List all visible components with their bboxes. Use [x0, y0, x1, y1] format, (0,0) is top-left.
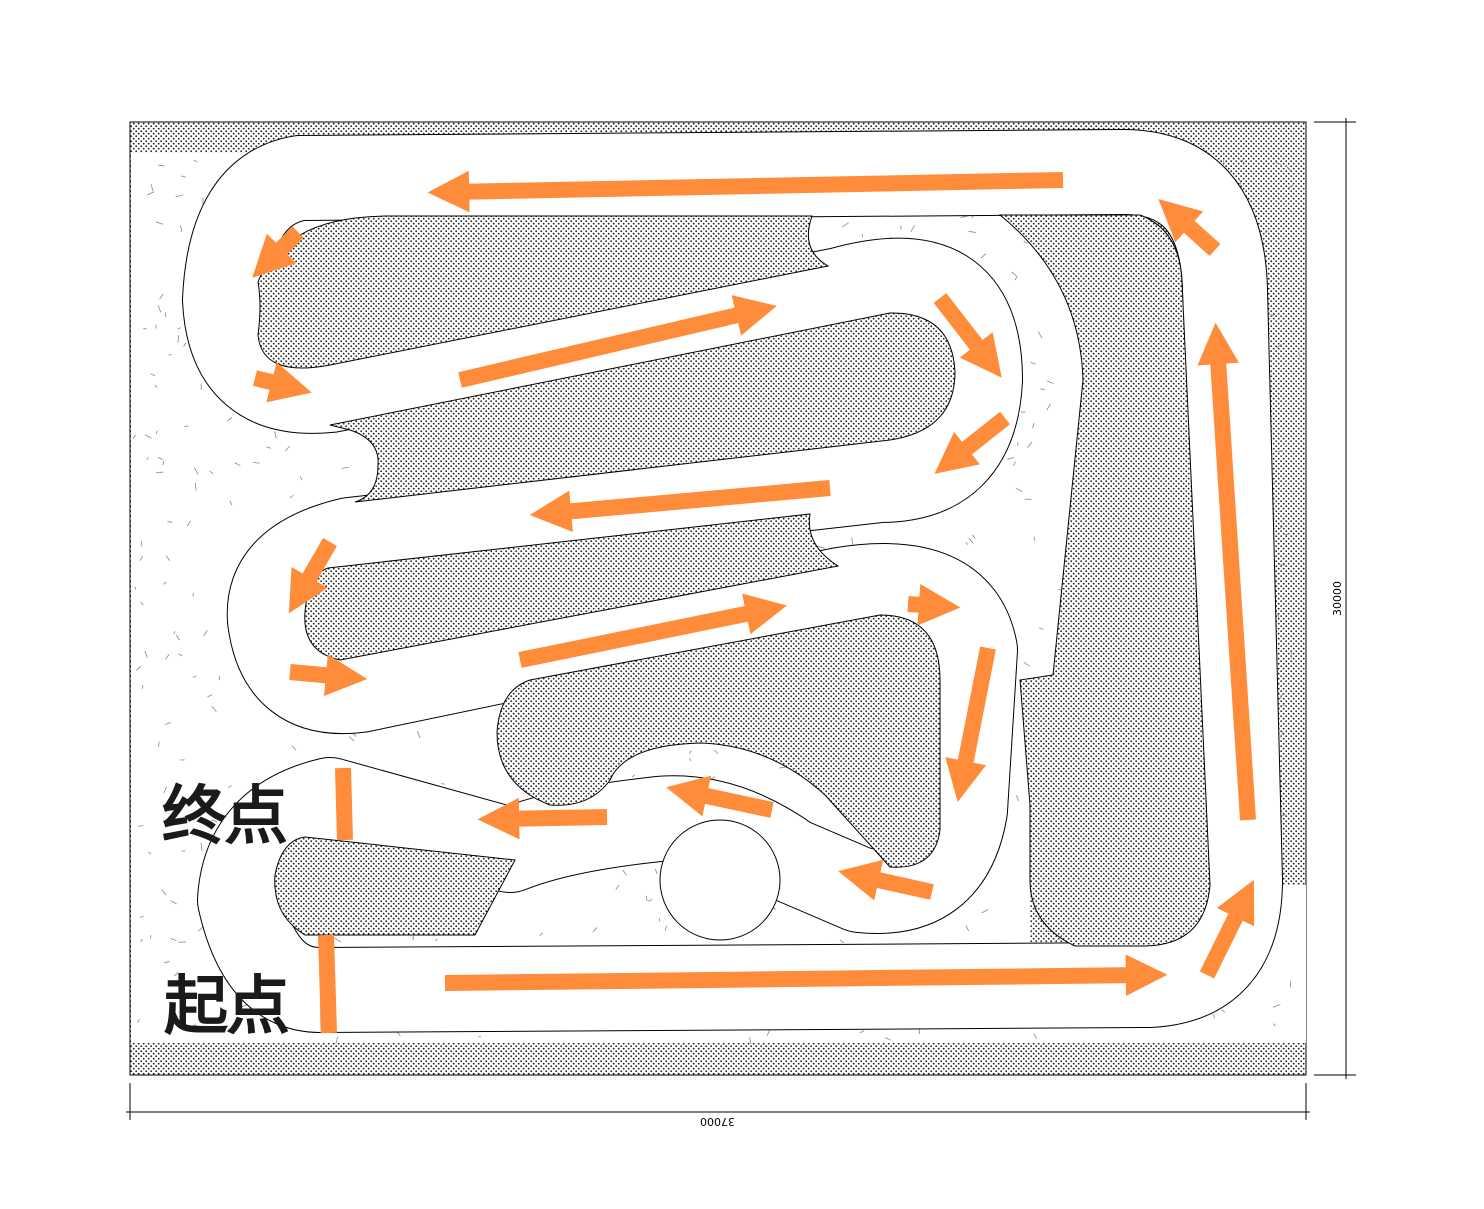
arrow [907, 583, 961, 626]
arrow [444, 954, 1168, 997]
height-dimension: 30000 [1331, 581, 1344, 616]
island-center [496, 614, 941, 868]
islands [257, 214, 1211, 947]
island-right [998, 214, 1211, 947]
start-label: 起点 [164, 970, 290, 1044]
arrow [1158, 199, 1221, 256]
arrow [945, 646, 996, 802]
arrow [289, 654, 368, 696]
track [182, 129, 1283, 1033]
island-bottom-left [274, 836, 516, 936]
arrow [253, 362, 312, 403]
arrow [477, 797, 608, 840]
arrow [252, 226, 304, 278]
arrow [458, 295, 777, 388]
arrow [288, 538, 337, 614]
arrow [934, 411, 1010, 474]
arrow [933, 293, 1002, 378]
finish-label: 终点 [162, 780, 288, 854]
width-dimension: 37000 [700, 1115, 735, 1128]
arrow [1197, 322, 1256, 821]
finish-line [335, 767, 353, 841]
arrow [427, 170, 1064, 213]
roundabout-island [659, 819, 781, 941]
dimension-lines [126, 118, 1356, 1120]
arrow [529, 480, 831, 532]
start-line [318, 934, 337, 1034]
direction-arrows [252, 170, 1256, 997]
arrow [1199, 879, 1255, 979]
island-upper-middle [329, 312, 956, 503]
arrow [666, 775, 774, 818]
arrow [518, 593, 787, 668]
arrow [838, 859, 934, 901]
